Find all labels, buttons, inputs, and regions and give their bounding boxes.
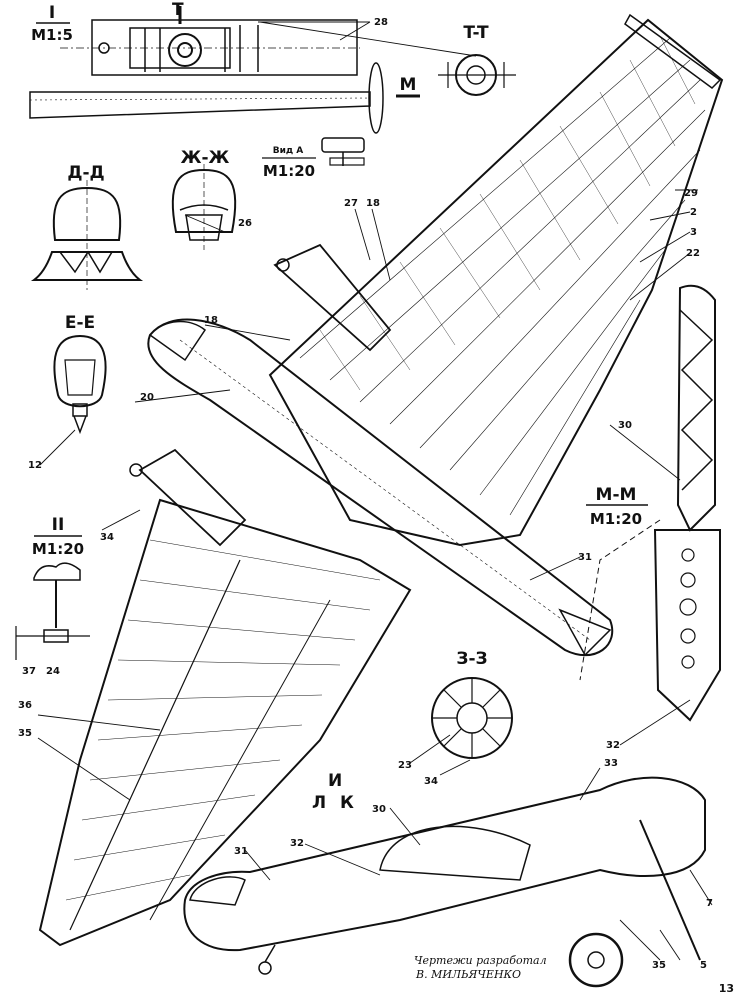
engine-nacelles	[129, 243, 392, 547]
callout-3: 3	[690, 227, 697, 238]
view-a-detail	[321, 137, 365, 166]
callout-23: 23	[398, 760, 412, 771]
callout-18-upper: 18	[366, 198, 380, 209]
section-mm-rib	[579, 284, 721, 722]
section-mm-title: M-M	[596, 485, 637, 505]
section-i-letter-label: И	[328, 771, 342, 791]
credit-line-2: В. МИЛЬЯЧЕНКО	[415, 968, 521, 981]
fuselage-plan	[147, 318, 614, 657]
callout-36: 36	[18, 700, 32, 711]
callout-27: 27	[344, 198, 358, 209]
callout-34-lower: 34	[424, 776, 438, 787]
callout-30-lower: 30	[372, 804, 386, 815]
section-t-label: T	[172, 0, 184, 20]
section-z3-title: З-З	[456, 649, 487, 669]
callout-22: 22	[686, 248, 700, 259]
credit-line-1: Чертежи разработал	[414, 954, 547, 967]
callout-37: 37	[22, 666, 36, 677]
section-tt-detail	[438, 54, 516, 96]
callout-2: 2	[690, 207, 697, 218]
fuselage-side-view	[183, 776, 706, 988]
section-zz-title: Ж-Ж	[181, 148, 230, 168]
callout-31-upper: 31	[578, 552, 592, 563]
section-l-label: Л	[312, 793, 326, 813]
page-number: 13	[719, 982, 734, 994]
callout-7: 7	[706, 898, 713, 909]
section-dd-canopy	[30, 180, 144, 290]
view-a-title: Вид А	[273, 146, 304, 156]
callout-33: 33	[604, 758, 618, 769]
callout-34-upper: 34	[100, 532, 114, 543]
section-ii-detail	[15, 562, 90, 660]
section-ii-scale: M1:20	[32, 540, 84, 558]
callout-26: 26	[238, 218, 252, 229]
main-wing-upper	[268, 13, 724, 547]
section-i-roman: I	[49, 3, 55, 23]
section-mm-scale: M1:20	[590, 510, 642, 528]
callout-leaders	[37, 21, 713, 961]
main-wing-lower	[38, 498, 412, 947]
section-z3-cowling	[431, 677, 513, 759]
callout-30-upper: 30	[618, 420, 632, 431]
callout-28: 28	[374, 17, 388, 28]
callout-35-lower: 35	[652, 960, 666, 971]
callout-29: 29	[684, 188, 698, 199]
section-zz-canopy	[171, 164, 237, 250]
callout-31-lower: 31	[234, 846, 248, 857]
callout-12: 12	[28, 460, 42, 471]
callout-35-upper: 35	[18, 728, 32, 739]
section-ee-title: Е-Е	[65, 313, 95, 333]
callout-32-lower: 32	[290, 838, 304, 849]
spar-side-view	[29, 62, 384, 134]
callout-32-right: 32	[606, 740, 620, 751]
section-ee-nose	[53, 334, 107, 435]
section-k-label: К	[340, 793, 354, 813]
section-i-scale: M1:5	[31, 26, 73, 44]
callout-18-lower: 18	[204, 315, 218, 326]
section-ii-roman: II	[52, 515, 65, 535]
callout-5: 5	[700, 960, 707, 971]
section-tt-title: T-T	[463, 23, 489, 43]
callout-20: 20	[140, 392, 154, 403]
section-dd-title: Д-Д	[67, 163, 104, 183]
section-m-mark: M	[400, 75, 417, 95]
view-a-scale: M1:20	[263, 162, 315, 180]
callout-24: 24	[46, 666, 60, 677]
section-i-detail	[60, 6, 360, 76]
